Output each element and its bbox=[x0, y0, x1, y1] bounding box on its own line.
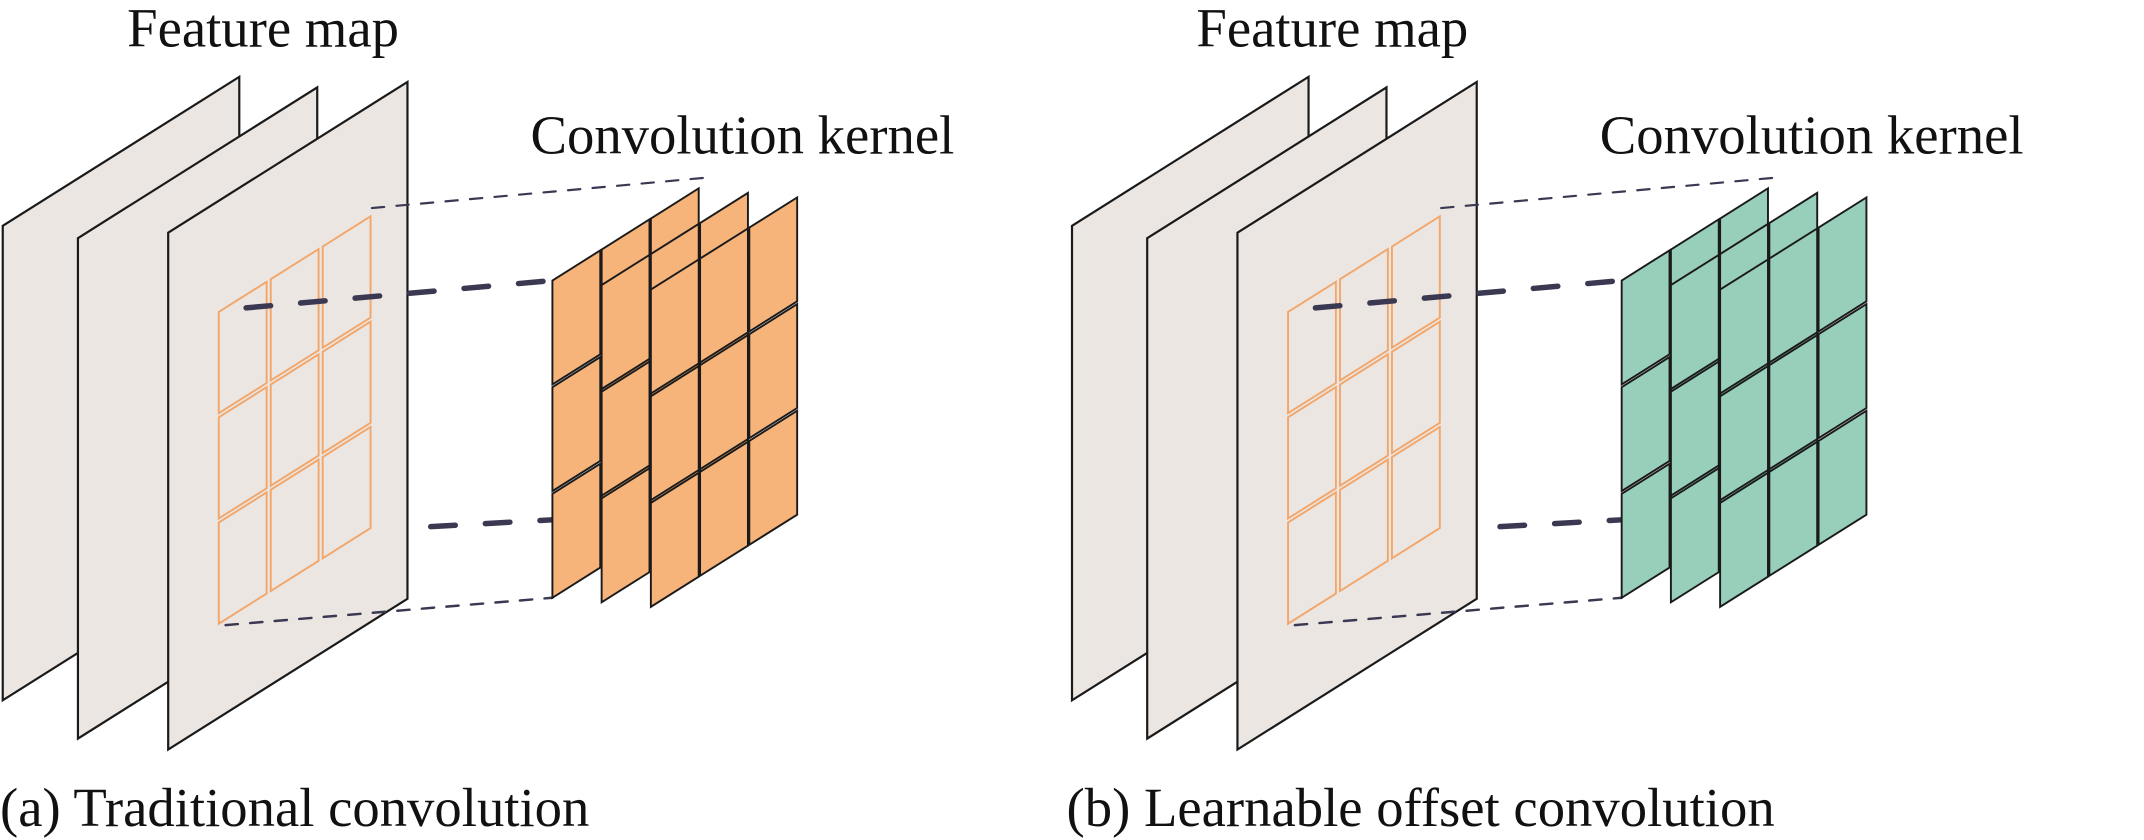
feature-map-plane bbox=[1236, 79, 1478, 752]
kernel-cell bbox=[1817, 195, 1868, 334]
kernel-cell bbox=[1768, 226, 1819, 365]
kernel-cell bbox=[551, 355, 602, 493]
caption-b: (b) Learnable offset convolution bbox=[1067, 777, 1775, 838]
kernel-label: Convolution kernel bbox=[1600, 104, 2024, 165]
kernel-cell bbox=[748, 195, 799, 334]
kernel-cell bbox=[1817, 302, 1868, 440]
sampling-grid-cell bbox=[321, 319, 372, 455]
projection-dashed-line bbox=[1440, 176, 1774, 210]
sampling-grid-cell bbox=[321, 425, 372, 561]
projection-dashed-line bbox=[1293, 596, 1623, 627]
kernel-cell bbox=[551, 248, 602, 387]
sampling-grid-cell bbox=[321, 214, 372, 350]
kernel-cell bbox=[649, 471, 700, 609]
projection-dashed-line bbox=[224, 596, 554, 627]
kernel-cell bbox=[649, 257, 700, 396]
sampling-grid-cell bbox=[269, 247, 320, 383]
kernel-cell bbox=[1620, 248, 1671, 387]
caption-a: (a) Traditional convolution bbox=[0, 777, 589, 838]
sampling-grid-cell bbox=[1287, 490, 1337, 626]
projection-dashed-line bbox=[427, 517, 556, 530]
kernel-cell bbox=[748, 409, 799, 547]
feature-map-label: Feature map bbox=[1196, 0, 1468, 59]
kernel-cell bbox=[1669, 253, 1720, 391]
sampling-grid-cell bbox=[217, 280, 268, 415]
sampling-grid-cell bbox=[269, 457, 320, 593]
projection-dashed-line bbox=[1497, 517, 1625, 530]
kernel-cell bbox=[699, 226, 749, 365]
sampling-grid-cell bbox=[269, 352, 320, 488]
kernel-label: Convolution kernel bbox=[531, 104, 955, 165]
panel-b: Feature map Convolution kernel (b) Learn… bbox=[1067, 0, 2024, 838]
kernel-cell bbox=[1768, 333, 1819, 471]
kernel-cell bbox=[600, 466, 651, 605]
panel-a: Feature map Convolution kernel (a) Tradi… bbox=[0, 0, 954, 838]
sampling-grid-cell bbox=[1391, 214, 1441, 350]
kernel-cell bbox=[1719, 257, 1769, 396]
sampling-grid-cell bbox=[1287, 280, 1337, 415]
sampling-grid-cell bbox=[1339, 352, 1389, 488]
kernel-cell bbox=[1669, 359, 1720, 498]
kernel-cell bbox=[1719, 471, 1769, 609]
kernel-cell bbox=[1719, 364, 1769, 502]
kernel-cell bbox=[748, 302, 799, 440]
sampling-grid-cell bbox=[217, 385, 268, 521]
kernel-cell bbox=[1620, 461, 1671, 600]
feature-map-plane bbox=[167, 79, 409, 752]
kernel-cell bbox=[1669, 466, 1720, 605]
sampling-grid-cell bbox=[1339, 457, 1389, 593]
kernel-cell bbox=[649, 364, 700, 502]
sampling-grid-cell bbox=[1391, 319, 1441, 455]
kernel-cell bbox=[551, 461, 602, 600]
kernel-cell bbox=[1768, 440, 1819, 578]
kernel-cell bbox=[699, 440, 749, 578]
kernel-cell bbox=[1620, 355, 1671, 493]
kernel-cell bbox=[699, 333, 749, 471]
kernel-cell bbox=[600, 359, 651, 498]
sampling-grid-cell bbox=[217, 490, 268, 626]
sampling-grid-cell bbox=[1287, 385, 1337, 521]
kernel-cell bbox=[1817, 409, 1868, 547]
sampling-grid-cell bbox=[1339, 247, 1389, 383]
kernel-cell bbox=[600, 253, 651, 391]
sampling-grid-cell bbox=[1391, 425, 1441, 561]
feature-map-label: Feature map bbox=[127, 0, 399, 59]
projection-dashed-line bbox=[370, 176, 704, 210]
